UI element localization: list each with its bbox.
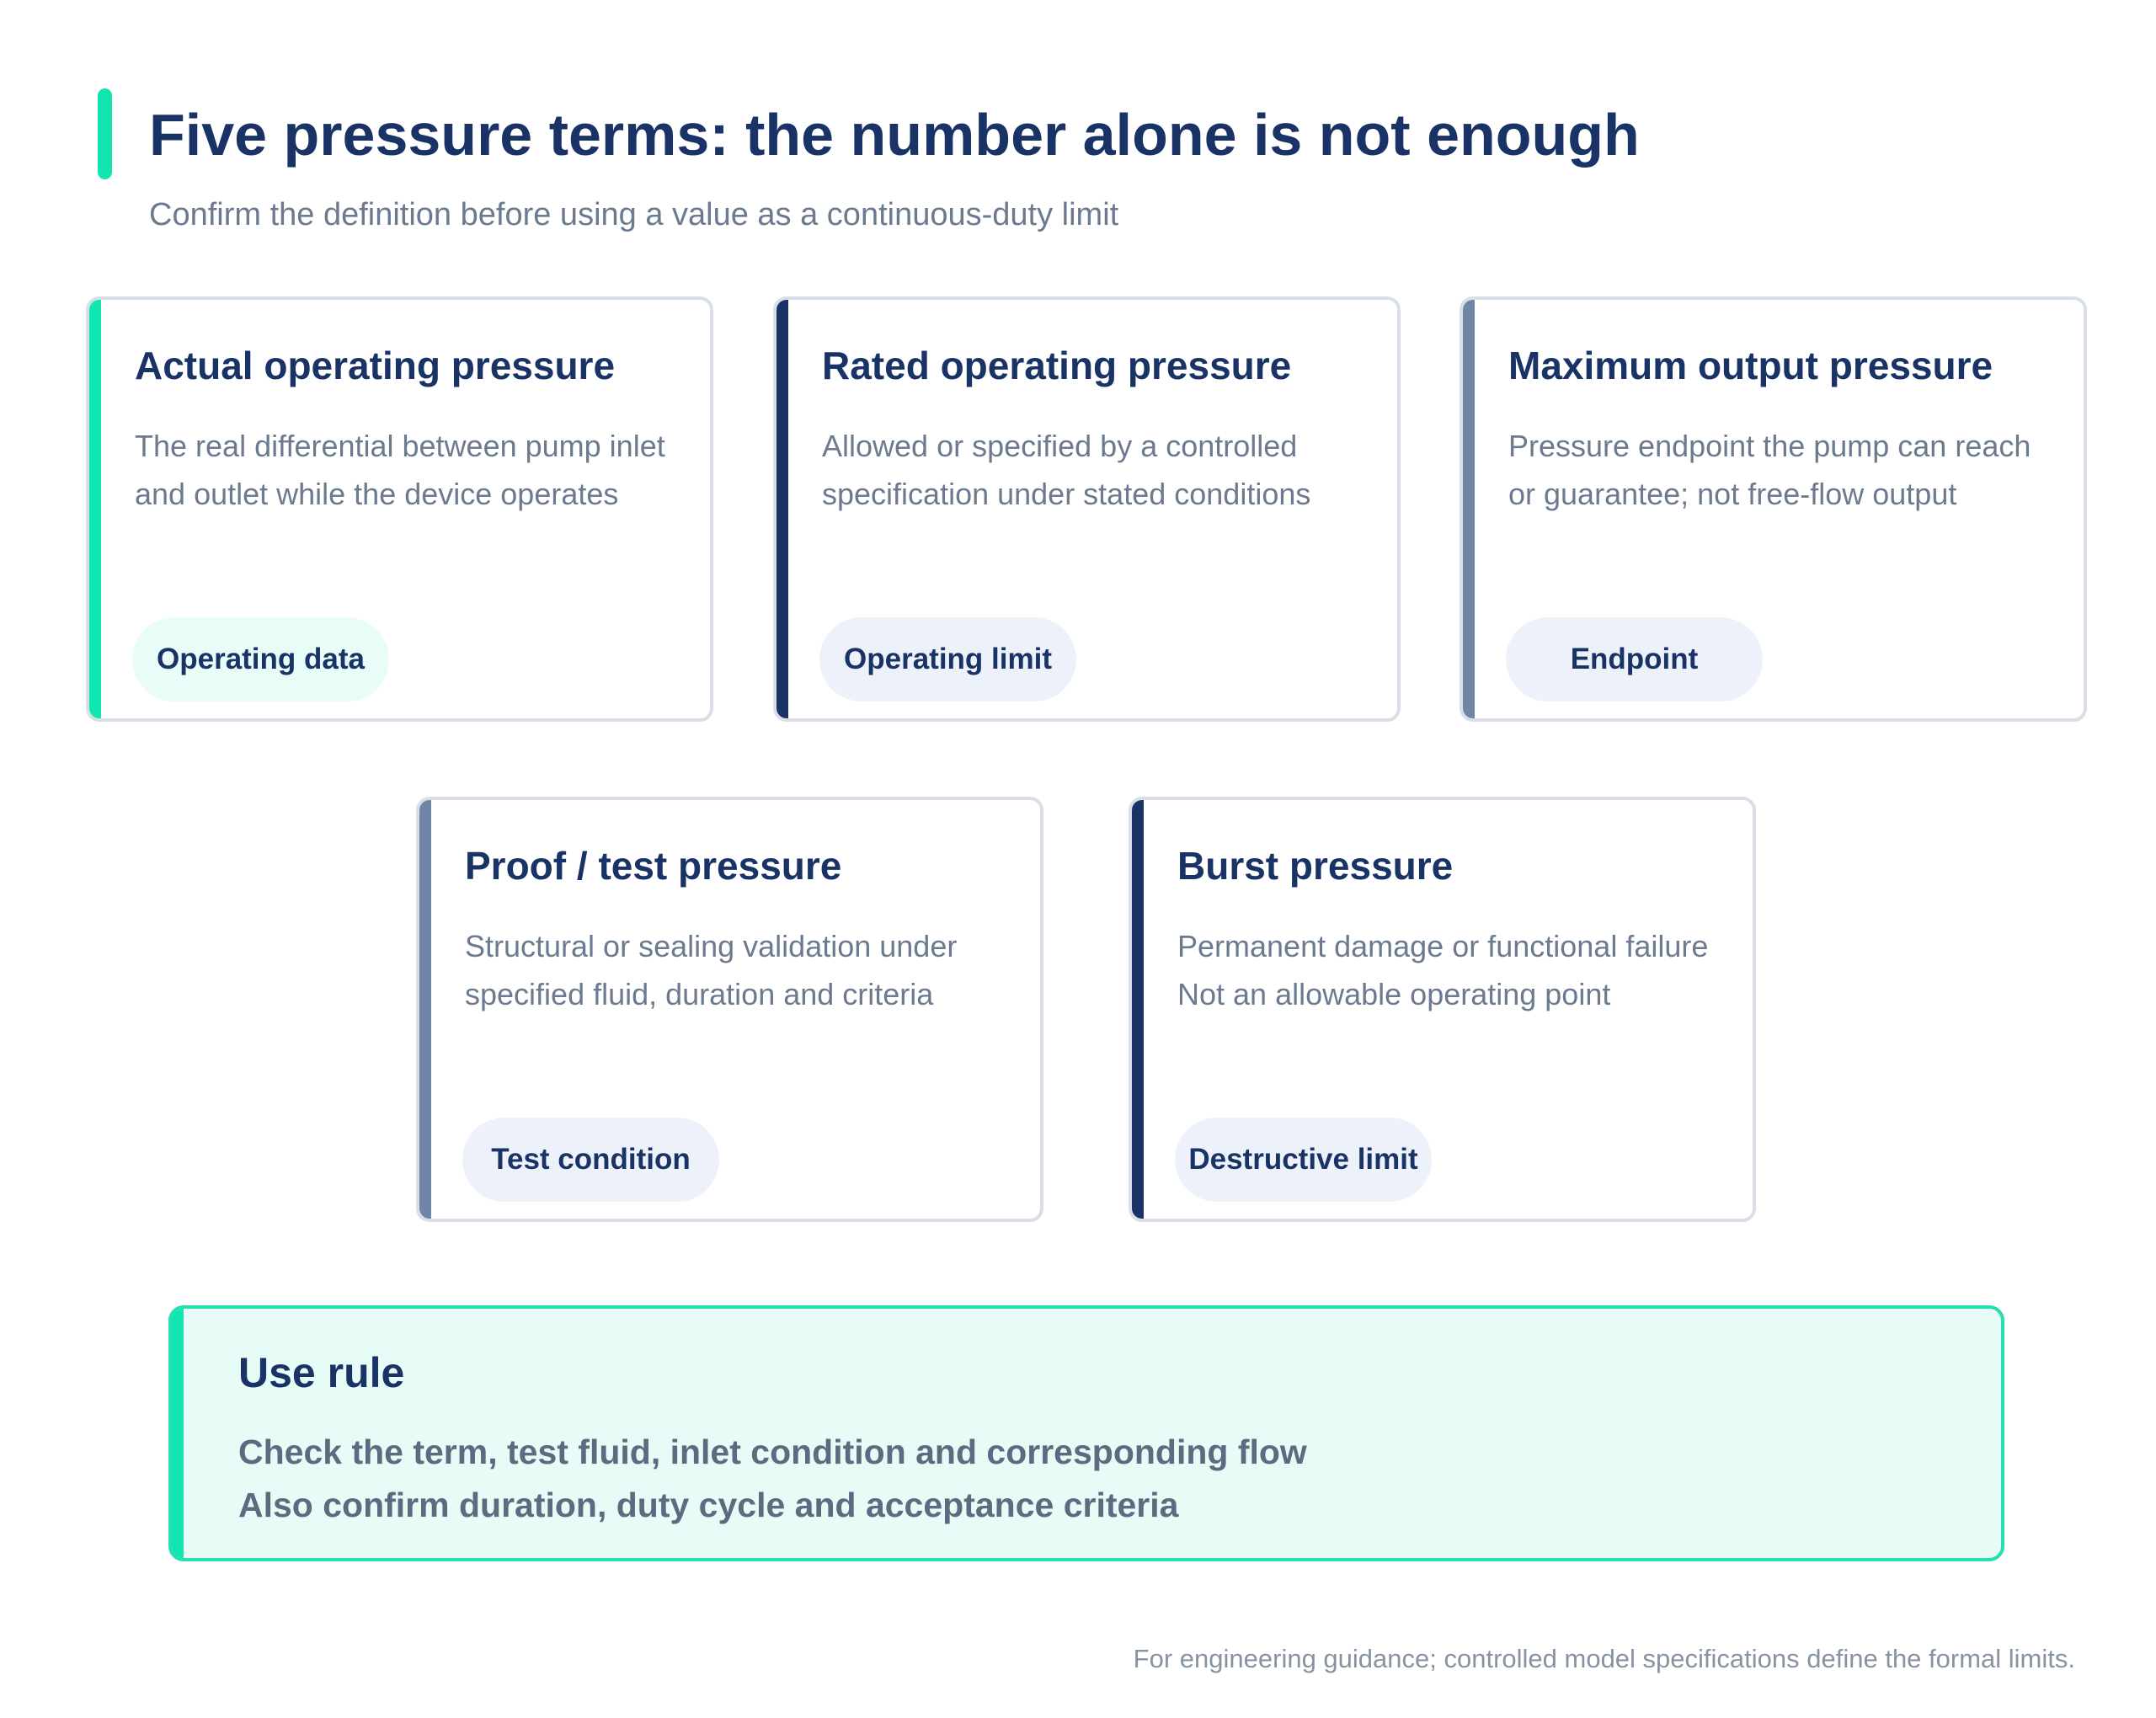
card-description-line: specification under stated conditions: [822, 477, 1311, 511]
card-description-line: Pressure endpoint the pump can reach: [1508, 429, 2031, 463]
use-rule-line: Also confirm duration, duty cycle and ac…: [238, 1486, 1179, 1524]
use-rule-box: Use rule Check the term, test fluid, inl…: [168, 1305, 2004, 1561]
card-stripe: [1463, 300, 1475, 718]
card-description: Pressure endpoint the pump can reach or …: [1508, 422, 2031, 518]
card-tag: Endpoint: [1506, 617, 1763, 702]
use-rule-stripe: [172, 1309, 184, 1558]
card-actual-operating-pressure: Actual operating pressure The real diffe…: [86, 296, 713, 722]
title-accent-bar: [98, 88, 112, 179]
card-title: Proof / test pressure: [465, 844, 842, 888]
card-description: The real differential between pump inlet…: [135, 422, 665, 518]
footer-note: For engineering guidance; controlled mod…: [1133, 1644, 2075, 1673]
card-description-line: and outlet while the device operates: [135, 477, 619, 511]
card-rated-operating-pressure: Rated operating pressure Allowed or spec…: [773, 296, 1401, 722]
card-proof-test-pressure: Proof / test pressure Structural or seal…: [416, 797, 1043, 1222]
card-title: Rated operating pressure: [822, 344, 1292, 387]
card-description-line: Allowed or specified by a controlled: [822, 429, 1298, 463]
card-stripe: [89, 300, 101, 718]
card-stripe: [776, 300, 788, 718]
card-title: Actual operating pressure: [135, 344, 616, 387]
card-description-line: Not an allowable operating point: [1177, 977, 1611, 1011]
card-description: Allowed or specified by a controlled spe…: [822, 422, 1310, 518]
card-tag: Operating limit: [819, 617, 1076, 702]
page-subtitle: Confirm the definition before using a va…: [149, 197, 1119, 232]
card-title: Maximum output pressure: [1508, 344, 1993, 387]
card-description: Structural or sealing validation under s…: [465, 922, 957, 1018]
card-description-line: specified fluid, duration and criteria: [465, 977, 934, 1011]
page-title: Five pressure terms: the number alone is…: [149, 102, 1640, 168]
card-stripe: [419, 800, 431, 1219]
card-tag: Operating data: [132, 617, 389, 702]
card-description-line: or guarantee; not free-flow output: [1508, 477, 1957, 511]
use-rule-title: Use rule: [238, 1349, 405, 1396]
card-maximum-output-pressure: Maximum output pressure Pressure endpoin…: [1460, 296, 2087, 722]
card-description-line: Structural or sealing validation under: [465, 929, 958, 963]
card-description: Permanent damage or functional failure N…: [1177, 922, 1708, 1018]
use-rule-line: Check the term, test fluid, inlet condit…: [238, 1433, 1307, 1471]
card-description-line: The real differential between pump inlet: [135, 429, 665, 463]
card-description-line: Permanent damage or functional failure: [1177, 929, 1709, 963]
card-tag: Test condition: [462, 1118, 719, 1202]
card-stripe: [1132, 800, 1144, 1219]
card-tag: Destructive limit: [1175, 1118, 1432, 1202]
card-burst-pressure: Burst pressure Permanent damage or funct…: [1129, 797, 1756, 1222]
card-title: Burst pressure: [1177, 844, 1454, 888]
